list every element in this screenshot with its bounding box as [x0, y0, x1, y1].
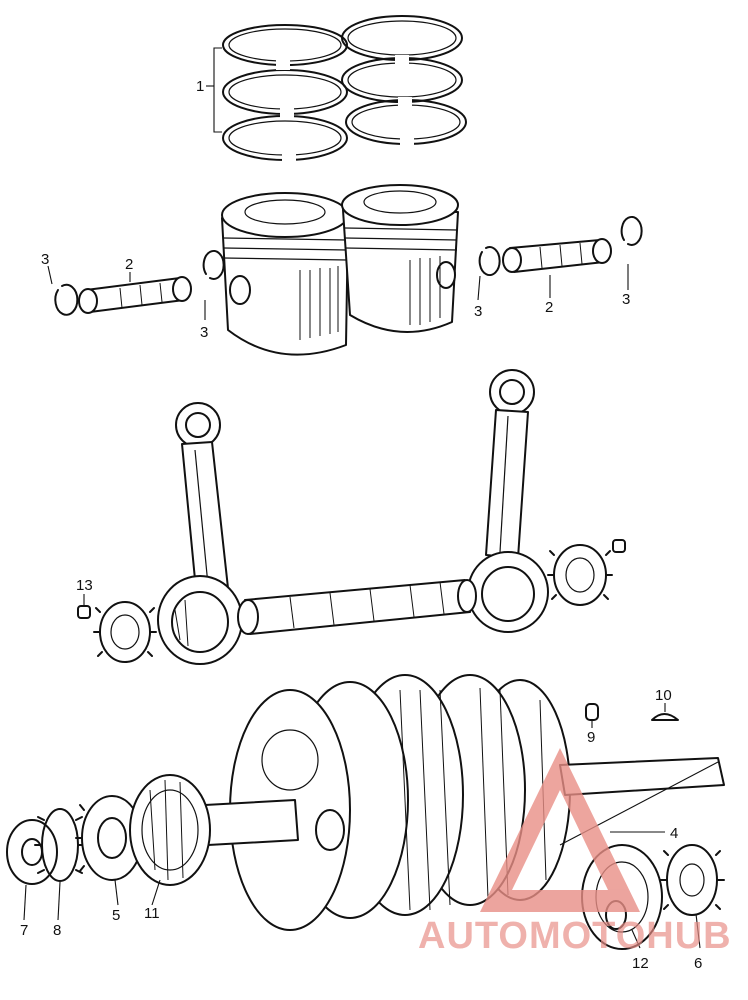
callout-3-pin-right: 3	[474, 303, 482, 320]
small-gear-left	[93, 601, 157, 663]
callout-4: 4	[670, 825, 678, 842]
callout-11: 11	[144, 905, 160, 922]
callout-5: 5	[112, 907, 120, 924]
piston-ring-set	[206, 15, 467, 162]
callout-8: 8	[53, 922, 61, 939]
callout-12: 12	[632, 955, 649, 972]
dowel-pin-13	[77, 605, 91, 619]
piston-rings-left	[222, 24, 348, 162]
piston-pin-right	[502, 238, 612, 273]
callout-2-right: 2	[545, 299, 553, 316]
callout-3-right: 3	[622, 291, 630, 308]
watermark: AUTOMOTOHUB	[418, 748, 732, 957]
piston-pin-left	[78, 276, 192, 314]
watermark-triangle-logo	[480, 748, 640, 912]
callout-labels: 1 2 2 3 3 3 3 13 10 9 4 7 8 5 11 12 6	[20, 78, 702, 972]
washer-8	[34, 808, 86, 882]
piston-left	[221, 192, 349, 356]
pistons	[221, 184, 459, 356]
bearing-11	[129, 774, 211, 886]
callout-1: 1	[196, 78, 204, 95]
connecting-rod-right	[467, 369, 549, 633]
piston-rings-right	[341, 15, 467, 148]
callout-2-left: 2	[125, 256, 133, 273]
small-gear-right	[547, 544, 613, 606]
callout-10: 10	[655, 687, 672, 704]
watermark-text: AUTOMOTOHUB	[418, 915, 732, 957]
primary-shaft	[237, 579, 477, 635]
callout-3-left: 3	[41, 251, 49, 268]
callout-7: 7	[20, 922, 28, 939]
callout-6: 6	[694, 955, 702, 972]
callout-13: 13	[76, 577, 93, 594]
gear-5	[75, 795, 149, 881]
key-10	[651, 713, 679, 721]
sprocket-6	[659, 844, 725, 916]
piston-right	[341, 184, 459, 333]
dowel-pin-right	[612, 539, 626, 553]
pin-clips	[54, 215, 643, 316]
crankshaft	[204, 674, 725, 931]
callout-3-pin-left: 3	[200, 324, 208, 341]
connecting-rod-left	[157, 402, 243, 665]
leader-lines	[23, 264, 719, 949]
pin-9	[585, 703, 599, 721]
callout-9: 9	[587, 729, 595, 746]
nut-7	[6, 819, 58, 885]
